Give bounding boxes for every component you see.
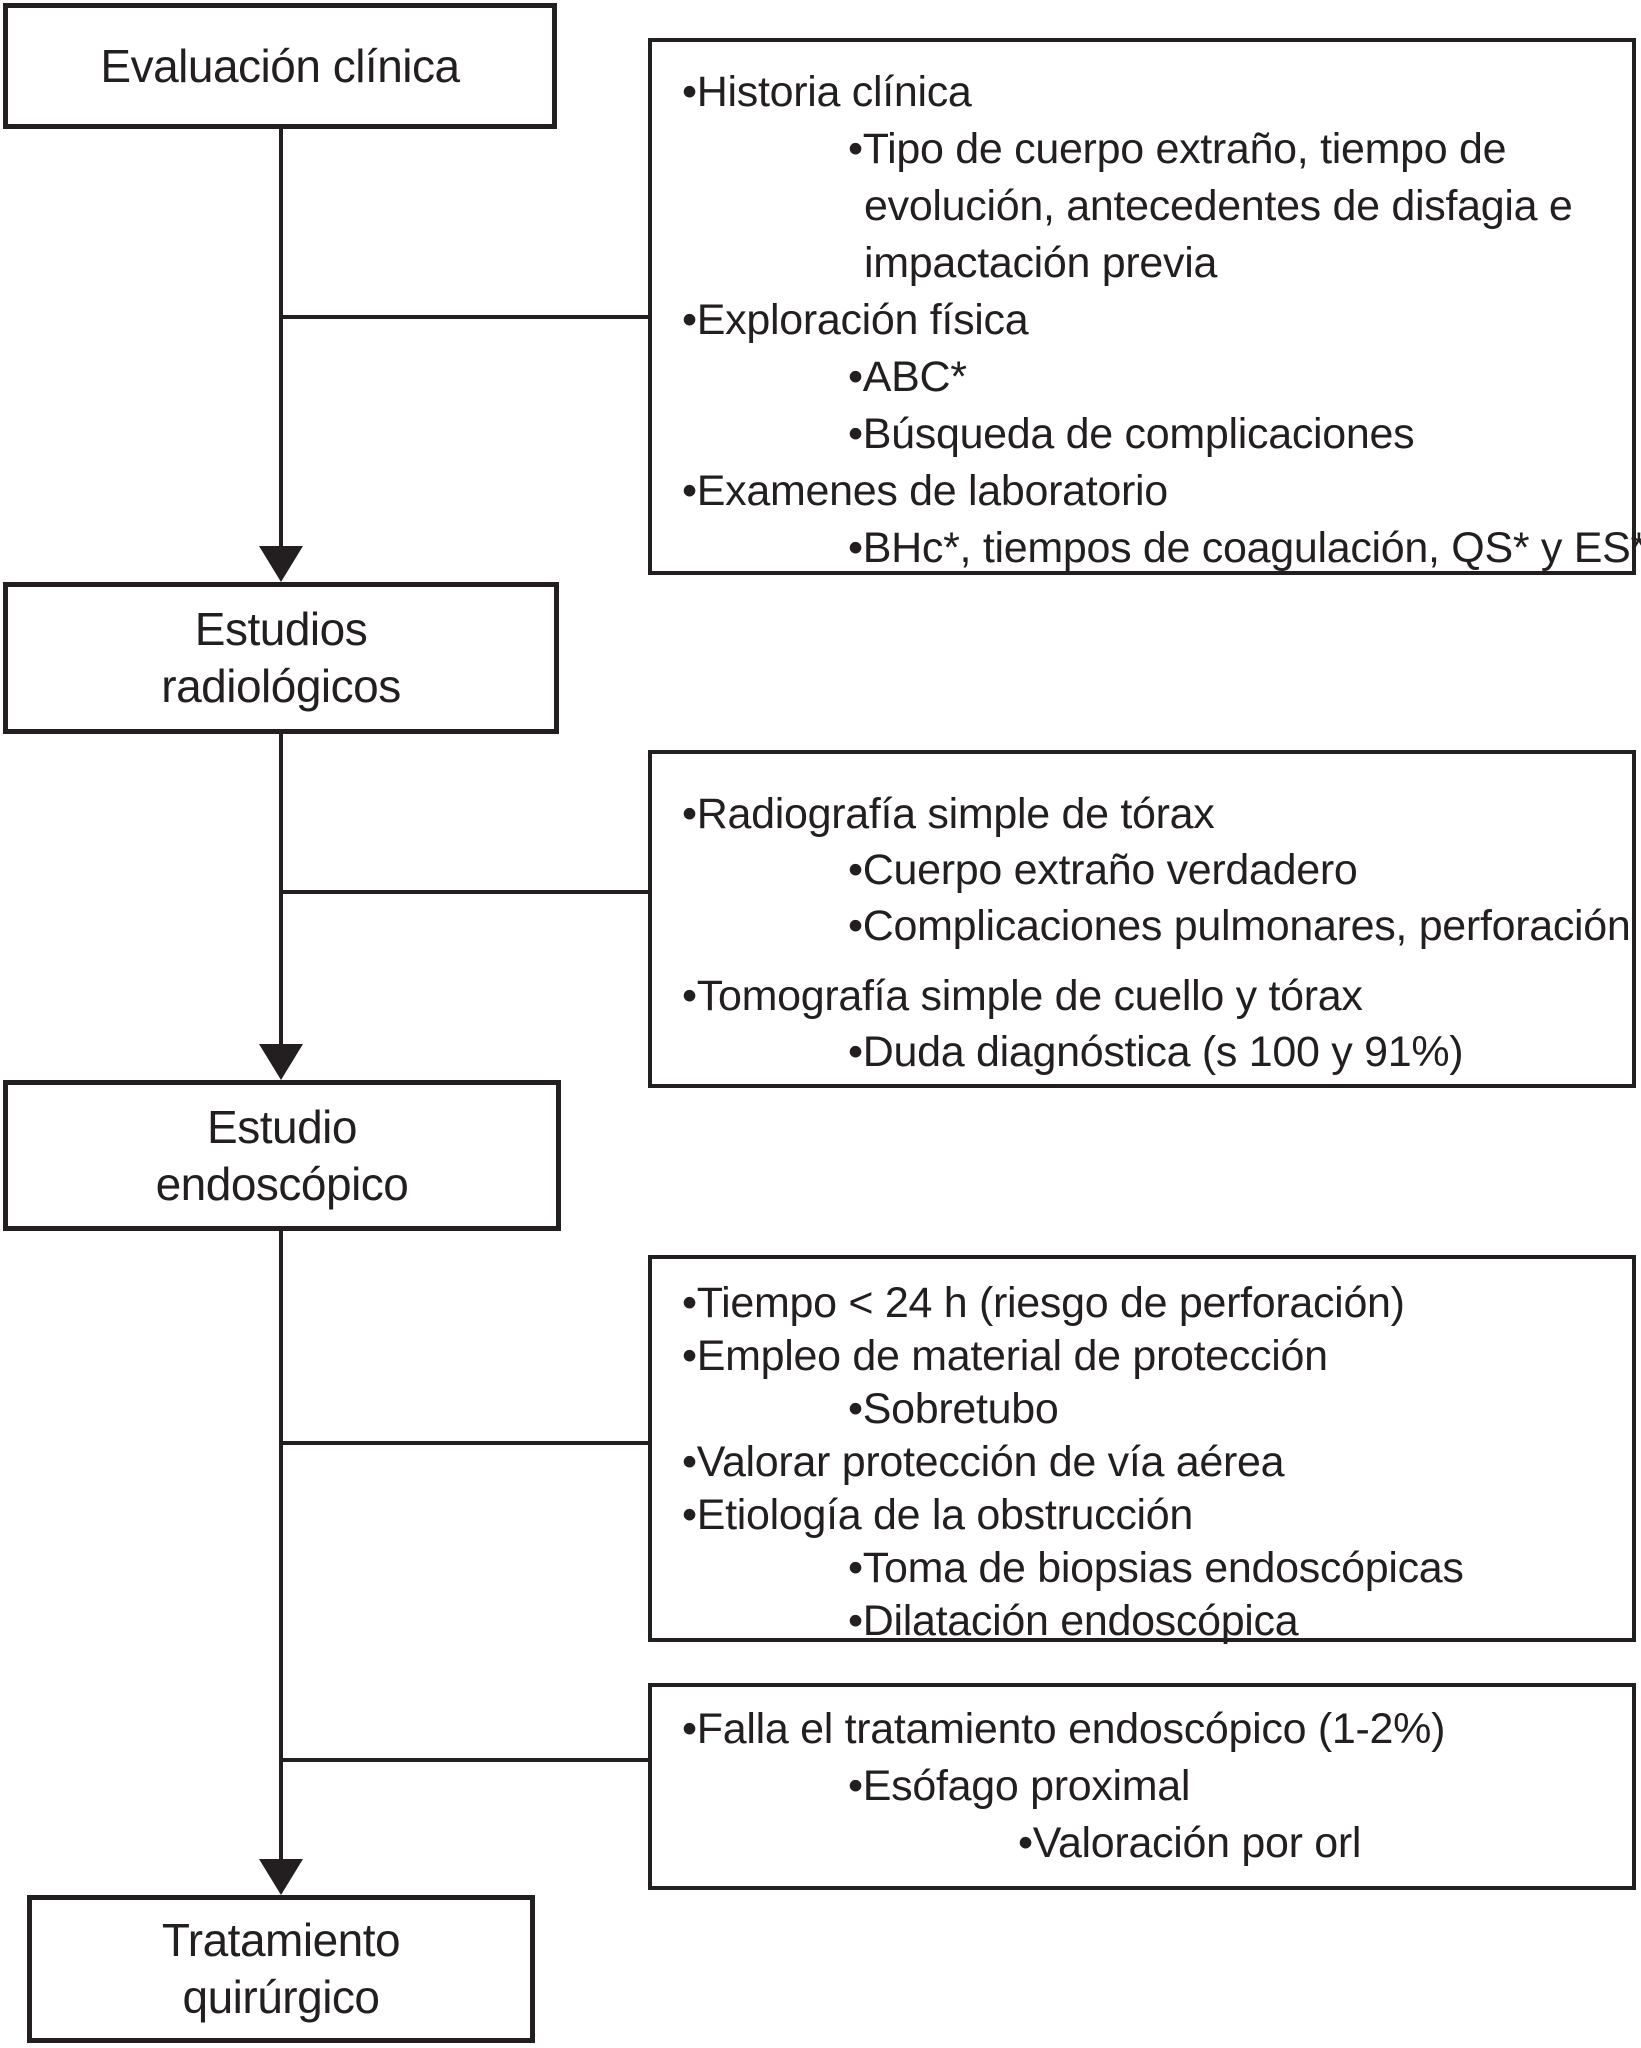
- bullet-item: •Valoración por orl: [1018, 1819, 1362, 1867]
- arrow-down-icon: [259, 546, 303, 582]
- flow-node-label-line: Estudios: [194, 603, 368, 655]
- bullet-item: •Toma de biopsias endoscópicas: [848, 1544, 1464, 1592]
- flow-node-label-line: quirúrgico: [182, 1971, 381, 2023]
- flow-node-estudios-radiologicos: Estudios radiológicos: [3, 582, 559, 734]
- bullet-item: •Sobretubo: [848, 1385, 1059, 1433]
- flow-node-label-line: endoscópico: [155, 1157, 409, 1210]
- bullet-item: •ABC*: [848, 353, 967, 401]
- branch-connector-quirurgico: [281, 1758, 648, 1762]
- bullet-item: •Historia clínica: [682, 68, 972, 116]
- bullet-item: •Radiografía simple de tórax: [682, 790, 1215, 838]
- bullet-item: •Tiempo < 24 h (riesgo de perforación): [682, 1279, 1405, 1327]
- arrow-down-icon: [259, 1859, 303, 1895]
- bullet-item: •Cuerpo extraño verdadero: [848, 846, 1358, 894]
- branch-connector-endoscopico: [281, 1441, 648, 1445]
- flow-node-label-line: radiológicos: [161, 660, 401, 712]
- branch-connector-radiologicos: [281, 890, 648, 894]
- bullet-item-continuation: impactación previa: [864, 239, 1218, 287]
- flow-node-label-line: Tratamiento: [161, 1914, 401, 1966]
- bullet-item-continuation: evolución, antecedentes de disfagia e: [864, 182, 1573, 230]
- arrow-down-icon: [259, 1044, 303, 1080]
- flow-line-segment-3: [279, 1231, 283, 1863]
- flow-node-label: Evaluación clínica: [100, 39, 460, 92]
- flow-node-evaluacion-clinica: Evaluación clínica: [3, 3, 557, 129]
- bullet-item: •Falla el tratamiento endoscópico (1-2%): [682, 1705, 1446, 1753]
- bullet-item: •Búsqueda de complicaciones: [848, 410, 1415, 458]
- bullet-item: •Empleo de material de protección: [682, 1332, 1328, 1380]
- panel-detalle-evaluacion-clinica: •Historia clínica •Tipo de cuerpo extrañ…: [648, 38, 1641, 575]
- flow-line-segment-1: [279, 129, 283, 550]
- bullet-item: •Esófago proximal: [848, 1762, 1191, 1810]
- flow-node-estudio-endoscopico: Estudio endoscópico: [3, 1080, 561, 1231]
- bullet-item: •Complicaciones pulmonares, perforación: [848, 902, 1631, 950]
- bullet-item: •Exploración física: [682, 296, 1029, 344]
- bullet-item: •Tomografía simple de cuello y tórax: [682, 972, 1363, 1020]
- panel-detalle-estudios-radiologicos: •Radiografía simple de tórax •Cuerpo ext…: [648, 750, 1636, 1088]
- flow-node-tratamiento-quirurgico: Tratamiento quirúrgico: [27, 1895, 535, 2043]
- bullet-item: •Examenes de laboratorio: [682, 467, 1168, 515]
- bullet-item: •Dilatación endoscópica: [848, 1597, 1299, 1645]
- flow-node-label-line: Estudio: [207, 1100, 357, 1153]
- branch-connector-evaluacion: [281, 315, 648, 319]
- panel-detalle-tratamiento-quirurgico: •Falla el tratamiento endoscópico (1-2%)…: [648, 1683, 1636, 1890]
- bullet-item: •Duda diagnóstica (s 100 y 91%): [848, 1028, 1464, 1076]
- bullet-item: •Valorar protección de vía aérea: [682, 1438, 1285, 1486]
- bullet-item: •BHc*, tiempos de coagulación, QS* y ES*: [848, 524, 1641, 572]
- panel-detalle-estudio-endoscopico: •Tiempo < 24 h (riesgo de perforación) •…: [648, 1255, 1636, 1645]
- bullet-item: •Tipo de cuerpo extraño, tiempo de: [848, 125, 1507, 173]
- bullet-item: •Etiología de la obstrucción: [682, 1491, 1194, 1539]
